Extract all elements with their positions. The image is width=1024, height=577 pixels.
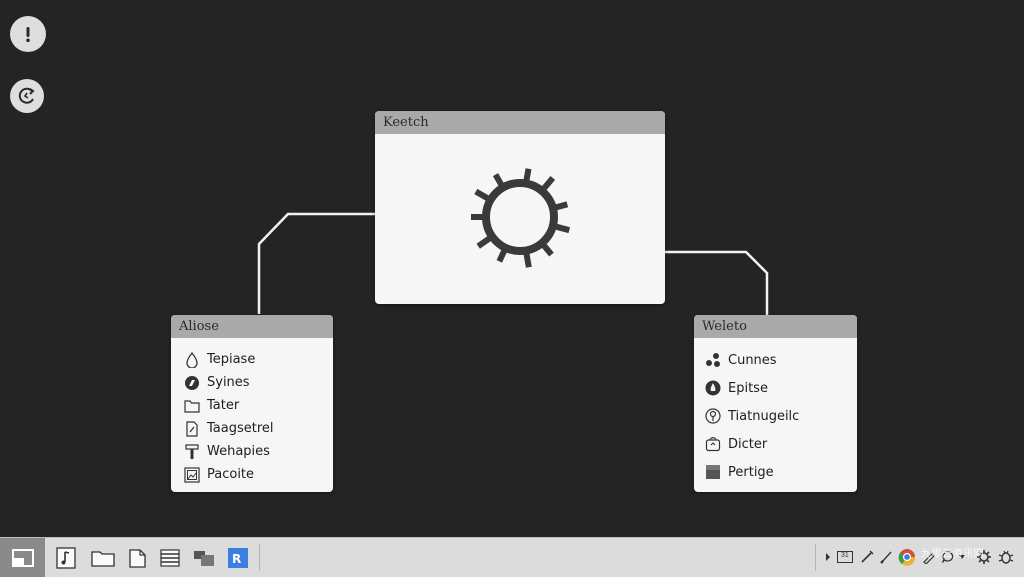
settings-icon[interactable] <box>976 549 992 565</box>
brush-icon[interactable] <box>878 549 894 565</box>
list-item-label: Wehapies <box>207 444 270 459</box>
list-item-label: Tater <box>207 398 240 413</box>
files-icon[interactable] <box>192 547 216 569</box>
center-window[interactable]: Keetch <box>375 111 665 304</box>
taskbar: R 31 <box>0 537 1024 577</box>
list-item-label: Epitse <box>728 380 768 396</box>
list-item-epitse[interactable]: Epitse <box>705 374 857 402</box>
list-item-wehapies[interactable]: Wehapies <box>184 440 333 463</box>
folder-icon <box>184 398 200 414</box>
list-item-label: Dicter <box>728 436 768 452</box>
start-button[interactable] <box>0 538 45 577</box>
pencil-icon[interactable] <box>921 549 937 565</box>
list-item-label: Cunnes <box>728 352 777 368</box>
list-item-label: Pertige <box>728 464 774 480</box>
list-item-pacoite[interactable]: Pacoite <box>184 463 333 486</box>
list-item-label: Tiatnugeilc <box>728 408 800 424</box>
browser-icon[interactable] <box>898 548 916 566</box>
taskbar-separator <box>815 544 816 571</box>
refresh-icon[interactable] <box>10 79 44 113</box>
list-item-taagsetrel[interactable]: Taagsetrel <box>184 417 333 440</box>
list-item-label: Tepiase <box>207 352 256 367</box>
keyboard-icon[interactable]: 31 <box>836 549 854 565</box>
list-item-tater[interactable]: Tater <box>184 394 333 417</box>
list-item-label: Syines <box>207 375 250 390</box>
list-item-label: Taagsetrel <box>207 421 274 436</box>
list-item-label: Pacoite <box>207 467 255 482</box>
alert-icon[interactable] <box>10 16 46 52</box>
pen-icon[interactable] <box>859 549 875 565</box>
left-window[interactable]: Aliose Tepiase Syines Tater Taagsetrel W… <box>171 315 333 492</box>
file-edit-icon <box>184 420 200 437</box>
drop-icon <box>184 351 200 368</box>
flame-icon <box>705 380 721 396</box>
app-blue-icon[interactable]: R <box>227 547 249 569</box>
list-item-cunnes[interactable]: Cunnes <box>705 346 857 374</box>
list-item-pertige[interactable]: Pertige <box>705 458 857 486</box>
gear-icon <box>455 152 585 287</box>
list-item-syines[interactable]: Syines <box>184 371 333 394</box>
left-window-title: Aliose <box>171 315 333 338</box>
document-icon[interactable] <box>127 547 149 569</box>
taskbar-separator <box>259 544 260 571</box>
right-window-title: Weleto <box>694 315 857 338</box>
square-icon <box>705 464 721 480</box>
dots-icon <box>705 352 721 368</box>
folder-icon[interactable] <box>90 547 116 569</box>
box-icon <box>705 436 721 452</box>
bug-icon[interactable] <box>998 549 1014 565</box>
tray-label: 31 <box>841 552 849 559</box>
list-item-dicter[interactable]: Dicter <box>705 430 857 458</box>
chevron-icon[interactable] <box>820 549 836 565</box>
image-icon <box>184 466 200 483</box>
tray-caret-icon[interactable] <box>958 549 966 565</box>
compass-icon <box>184 375 200 391</box>
right-window[interactable]: Weleto Cunnes Epitse Tiatnugeilc Dicter … <box>694 315 857 492</box>
pin-icon <box>705 408 721 424</box>
list-icon[interactable] <box>159 547 181 569</box>
watermark: 九零云资讯网 <box>921 549 984 560</box>
music-icon[interactable] <box>55 547 77 569</box>
chat-icon[interactable] <box>940 549 956 565</box>
hammer-icon <box>184 443 200 460</box>
list-item-tiatnugeilc[interactable]: Tiatnugeilc <box>705 402 857 430</box>
center-window-title: Keetch <box>375 111 665 134</box>
svg-text:R: R <box>232 552 241 566</box>
list-item-tepiase[interactable]: Tepiase <box>184 348 333 371</box>
